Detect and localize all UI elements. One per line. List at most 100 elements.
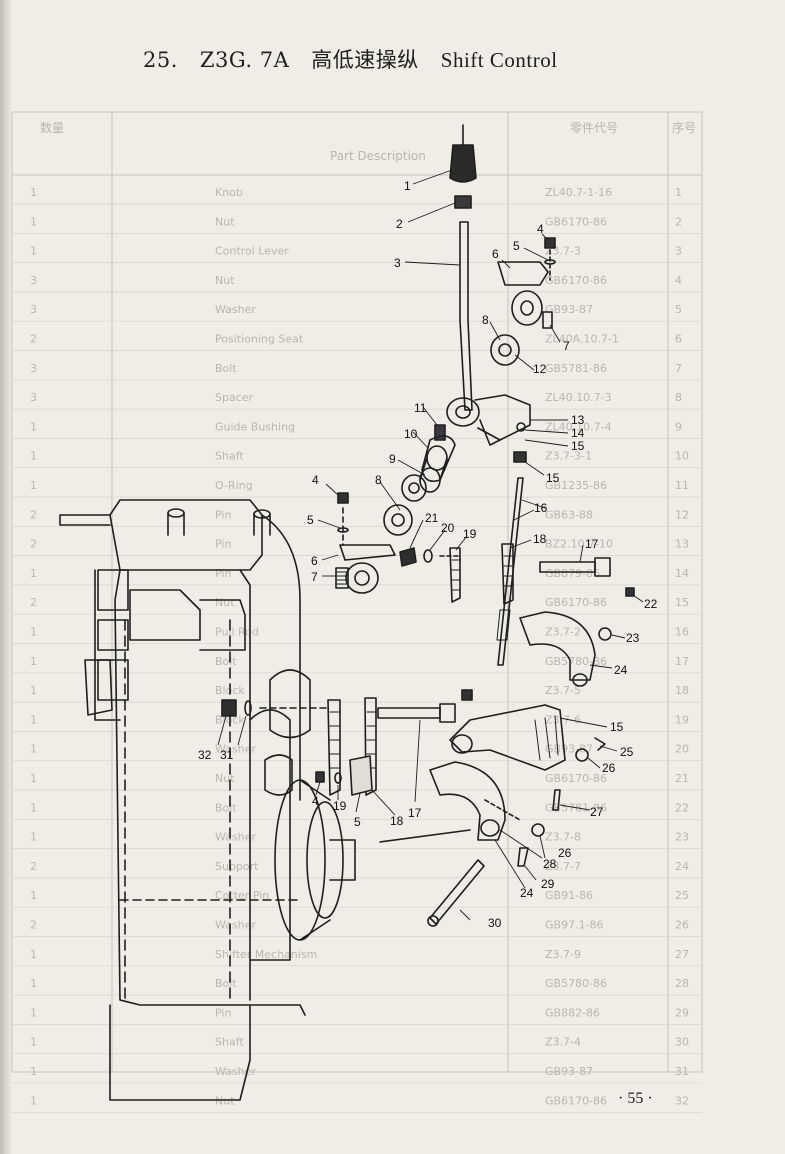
hub-disc [306,801,344,919]
frame-post [167,508,185,518]
leader-line [539,835,546,859]
callout-15b: 15 [546,471,560,485]
part-nut [454,195,472,209]
ghost-cell-no: 17 [675,655,689,668]
ghost-cell-qty: 1 [30,626,37,639]
bolt-thread [335,571,349,585]
bracket-hub [446,397,480,427]
ghost-cell-qty: 1 [30,743,37,756]
ghost-cell-no: 26 [675,919,689,932]
leader-line [379,481,401,511]
callout-20: 20 [441,521,455,535]
leader-line [404,261,461,266]
part-cotter-pin-25 [594,737,606,751]
callout-18b: 18 [390,814,404,828]
ghost-cell-part-no: ZL40.10.7-3 [545,391,612,404]
ghost-cell-qty: 2 [30,333,37,346]
seat-plate [339,544,396,561]
frame-lower-housing [249,709,291,961]
shaft-end [427,915,439,927]
part-washer-26 [575,748,589,762]
bracket-web [479,419,501,446]
part-washer-26-lower [531,823,545,837]
ghost-cell-desc: Shifter Mechanism [215,948,317,961]
ghost-cell-no: 5 [675,303,682,316]
ghost-cell-desc: Pull Rod [215,626,259,639]
ghost-cell-no: 18 [675,684,689,697]
callout-12: 12 [533,362,547,376]
spacer-bore [408,482,420,494]
callout-26b: 26 [558,846,572,860]
seat-wheel [511,290,543,326]
ghost-cell-qty: 3 [30,274,37,287]
leader-line [455,535,468,551]
frame-post [167,512,185,536]
ghost-cell-desc: Bolt [215,362,237,375]
part-block-19-upper [449,547,461,603]
ghost-cell-qty: 1 [30,948,37,961]
part-washer-lower [334,772,342,784]
ghost-cell-desc: Washer [215,1065,256,1078]
callout-4-left: 4 [312,473,319,487]
center-line [484,799,521,821]
ghost-cell-qty: 1 [30,245,37,258]
ghost-cell-qty: 1 [30,801,37,814]
frame-post [253,513,271,536]
seat-plate [497,261,549,286]
ghost-cell-no: 21 [675,772,689,785]
shifter-rib [534,715,559,761]
ghost-cell-qty: 1 [30,567,37,580]
part-support-24-lower [429,761,506,841]
ghost-cell-no: 20 [675,743,689,756]
leader-line [489,321,501,341]
leader-line [579,544,584,563]
part-positioning-seat-right [490,237,556,366]
ghost-cell-no: 28 [675,977,689,990]
ghost-cell-no: 19 [675,713,689,726]
ghost-cell-qty: 1 [30,1094,37,1107]
part-knob [449,124,477,183]
part-nut-15 [513,451,527,463]
ghost-cell-qty: 1 [30,420,37,433]
leader-line [524,429,569,434]
part-washer-31 [244,700,252,716]
ghost-cell-qty: 1 [30,655,37,668]
leader-line [237,715,247,746]
callout-17b: 17 [408,806,422,820]
ghost-cell-desc: Nut [215,215,235,228]
ghost-cell-desc: Shaft [215,1036,244,1049]
callout-25: 25 [620,745,634,759]
ghost-cell-part-no: GB6170-86 [545,215,607,228]
ghost-cell-no: 3 [675,245,682,258]
bushing-end [419,467,441,493]
ghost-cell-no: 9 [675,420,682,433]
ghost-cell-no: 32 [675,1094,689,1107]
leader-line [325,483,339,496]
frame-shaft-stub [59,514,111,526]
callout-19: 19 [463,527,477,541]
leader-line [494,839,526,889]
callout-5: 5 [513,239,520,253]
ghost-cell-qty: 1 [30,713,37,726]
frame-left-flange [94,569,121,721]
ghost-cell-part-no: ZL40.7-1-16 [545,186,612,199]
ghost-cell-desc: Washer [215,919,256,932]
leader-line [524,461,545,476]
callout-18: 18 [533,532,547,546]
hub-stub [329,839,356,881]
part-lever-bracket [446,394,531,446]
part-pull-rod [497,477,524,666]
leader-line [611,634,626,639]
callout-7-left: 7 [311,570,318,584]
hub-disc-edge [299,779,331,941]
ghost-cell-qty: 1 [30,831,37,844]
leader-line [412,169,453,185]
ghost-cell-part-no: GB1235-86 [545,479,607,492]
part-positioning-seat-left [335,492,396,594]
ghost-cell-no: 8 [675,391,682,404]
callout-1: 1 [404,179,411,193]
bolt-head [594,557,611,577]
leader-line [632,594,644,603]
seat-wheel-bore [354,570,370,586]
block-rib [366,711,377,769]
